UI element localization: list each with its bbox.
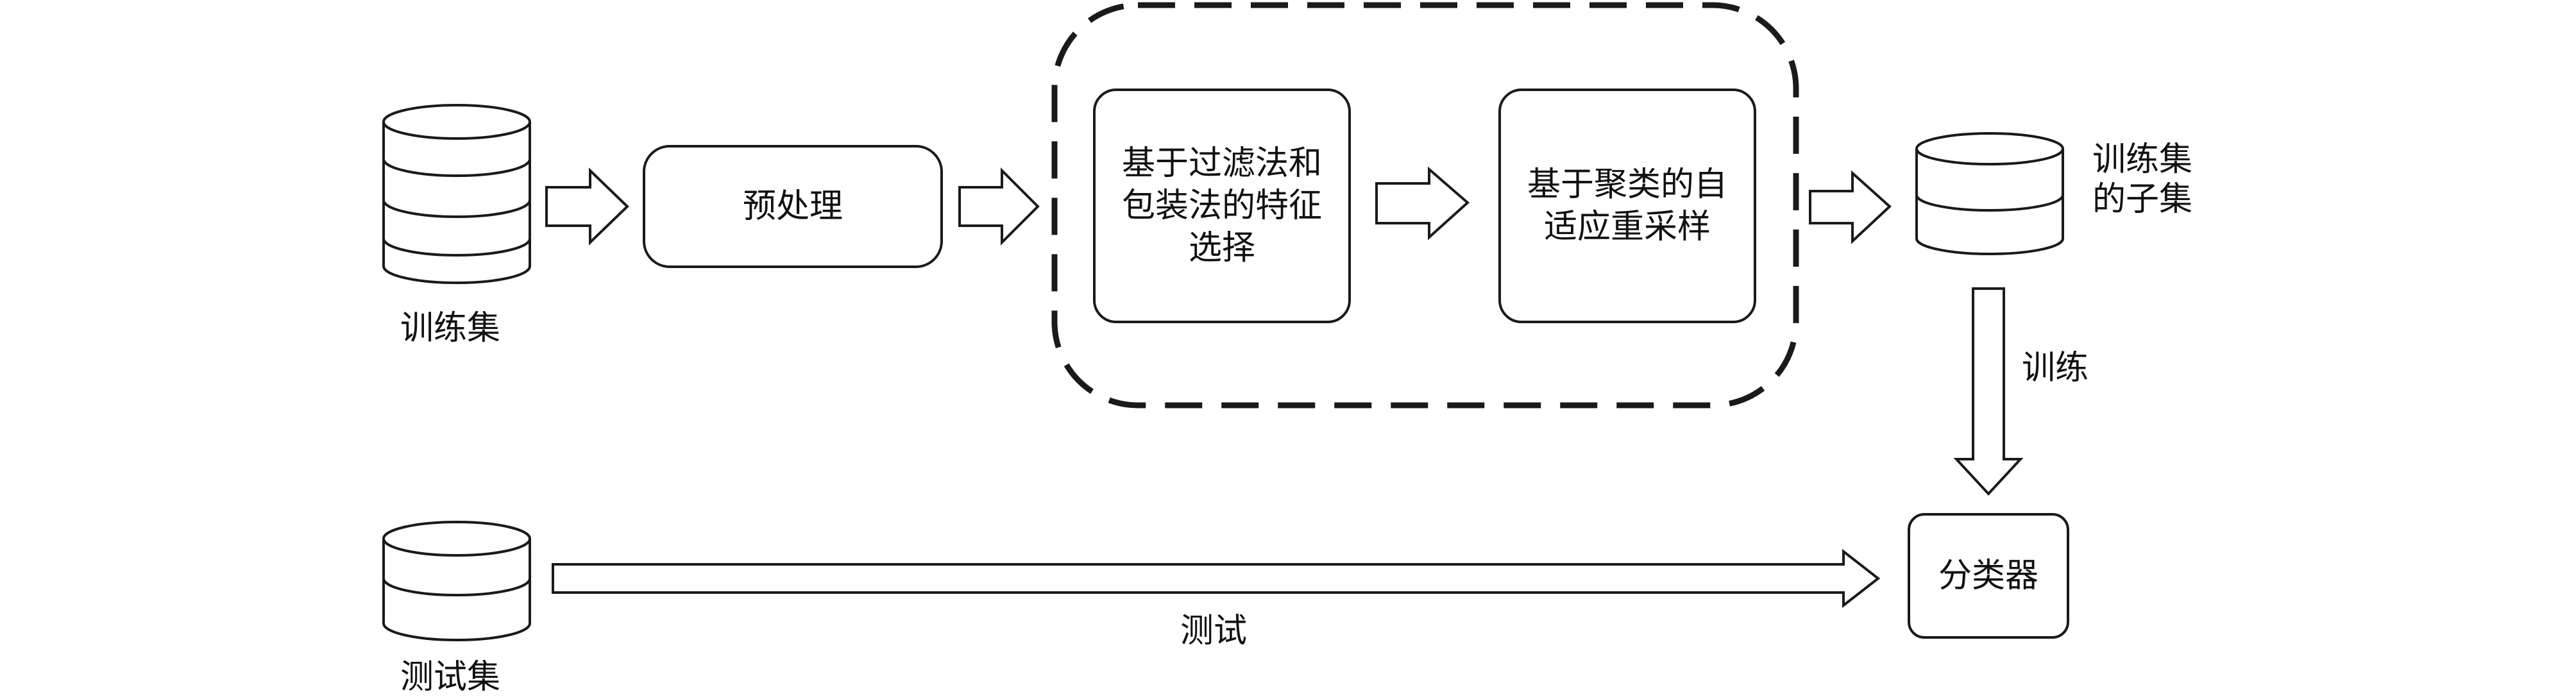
test-set-label: 测试集 <box>400 658 501 696</box>
arrow-resampling-to-subset <box>1809 170 1892 244</box>
test-edge-label: 测试 <box>1180 612 1248 650</box>
arrow-feature-to-resampling <box>1375 166 1470 240</box>
train-edge-label: 训练 <box>2022 349 2089 387</box>
test-set-database-icon <box>382 521 531 641</box>
classifier-box <box>1908 513 2069 639</box>
feature-selection-box <box>1093 88 1351 323</box>
arrow-train-to-preprocess <box>545 167 629 246</box>
training-subset-label: 训练集 的子集 <box>2092 140 2193 219</box>
arrow-test-to-classifier <box>552 548 1881 609</box>
training-subset-database-icon <box>1915 132 2064 255</box>
adaptive-module-dashed-group <box>1051 2 1799 408</box>
resampling-box <box>1498 88 1756 323</box>
arrow-subset-to-classifier <box>1953 287 2024 496</box>
feature-selection-label: 基于过滤法和 包装法的特征 选择 <box>1121 144 1322 267</box>
training-set-label: 训练集 <box>400 309 501 348</box>
preprocess-box <box>643 145 943 268</box>
resampling-label: 基于聚类的自 适应重采样 <box>1527 165 1727 246</box>
preprocess-label: 预处理 <box>742 187 843 226</box>
classifier-label: 分类器 <box>1938 557 2038 595</box>
training-set-database-icon <box>382 104 531 284</box>
arrow-preprocess-to-feature <box>958 167 1040 246</box>
